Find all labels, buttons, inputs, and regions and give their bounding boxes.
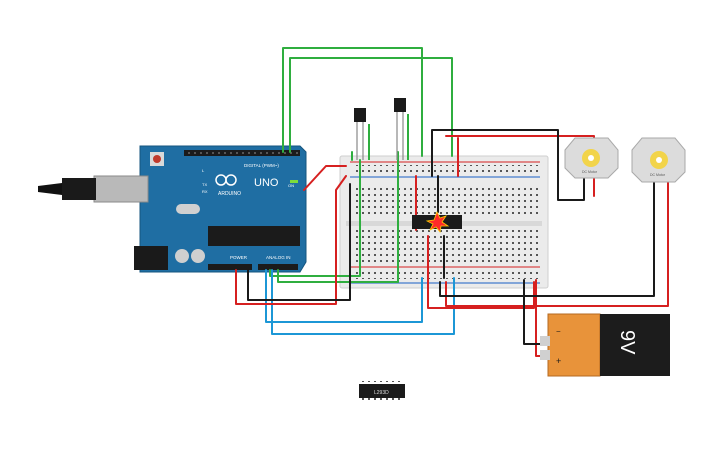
wire-blue-1 xyxy=(265,269,423,323)
ic-on-breadboard[interactable] xyxy=(412,211,462,233)
analog-header[interactable] xyxy=(258,264,298,270)
wire-green-4 xyxy=(277,151,399,283)
motor-1[interactable]: DC Motor xyxy=(564,137,619,179)
arduino-model: UNO xyxy=(254,177,279,189)
power-header[interactable] xyxy=(208,264,252,270)
on-led xyxy=(290,180,298,183)
motor-2-label: DC Motor xyxy=(650,173,666,177)
power-label: POWER xyxy=(230,255,248,260)
battery-voltage: 9V xyxy=(616,330,638,355)
usb-port[interactable] xyxy=(93,175,149,203)
spark-icon xyxy=(425,211,450,233)
sensor-left[interactable] xyxy=(354,108,370,160)
wire-black-2 xyxy=(431,129,585,201)
wire-green-3 xyxy=(269,159,361,277)
rx-label: RX xyxy=(202,189,208,194)
battery-minus: − xyxy=(556,327,561,336)
battery-plus: + xyxy=(556,356,561,366)
wire-green-1 xyxy=(282,47,423,157)
l293d-ic[interactable]: L293D xyxy=(359,381,405,401)
digital-label: DIGITAL (PWM~) xyxy=(244,163,279,168)
power-jack[interactable] xyxy=(134,246,168,270)
wire-black-3 xyxy=(439,177,655,297)
motor-2[interactable]: DC Motor xyxy=(631,137,686,183)
wire-red-6 xyxy=(445,177,669,307)
tx-label: TX xyxy=(202,182,207,187)
motor-1-label: DC Motor xyxy=(582,170,598,174)
ic-label: L293D xyxy=(374,390,389,396)
analog-label: ANALOG IN xyxy=(266,255,291,260)
wire-red-2 xyxy=(303,165,347,191)
l-label: L xyxy=(202,168,205,173)
sensor-right[interactable] xyxy=(394,98,409,160)
battery-9v[interactable]: − + 9V xyxy=(540,313,670,377)
wire-green-2 xyxy=(289,57,453,157)
arduino-uno-board[interactable]: ARDUINO UNO DIGITAL (PWM~) ANALOG IN POW… xyxy=(38,145,307,273)
arduino-brand: ARDUINO xyxy=(218,191,241,197)
wire-black-1 xyxy=(247,183,351,301)
atmega-chip xyxy=(208,226,300,246)
on-label: ON xyxy=(288,183,294,188)
wire-red-1 xyxy=(235,175,347,305)
